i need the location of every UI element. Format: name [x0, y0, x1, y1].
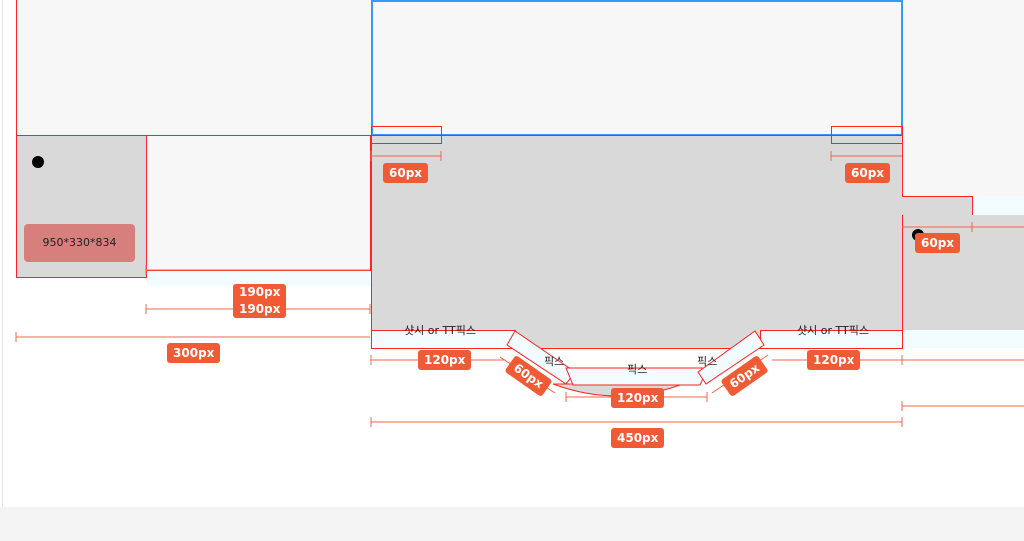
- marker-dot: [32, 156, 44, 168]
- dim-badge-190-a: 190px: [233, 284, 287, 300]
- dim-top-left-60: [370, 151, 442, 161]
- dim-badge-190-b: 190px: [233, 300, 287, 318]
- dim-badge-top-left-60: 60px: [383, 163, 429, 183]
- right-ice-bottom: [903, 330, 1024, 348]
- fix-center-bar: [565, 367, 709, 386]
- spec-tag[interactable]: 950*330*834: [24, 224, 135, 262]
- fix-right-bar: [697, 330, 765, 385]
- main-frame-body[interactable]: [371, 135, 903, 349]
- right-top-frame[interactable]: [902, 0, 1024, 196]
- canvas-left-edge: [2, 0, 3, 507]
- canvas-bottom-bar: [0, 507, 1024, 541]
- sash-left-label: 샷시 or TT픽스: [404, 324, 476, 337]
- dim-badge-right-60: 60px: [915, 233, 961, 253]
- middle-left-strip: [147, 271, 371, 286]
- dim-badge-left-120: 120px: [418, 350, 472, 370]
- dim-badge-300: 300px: [167, 343, 221, 363]
- dim-right-lower: [901, 401, 1024, 411]
- corner-left-rect: [371, 126, 442, 144]
- dim-top-right-60: [830, 151, 902, 161]
- dim-badge-top-right-60: 60px: [845, 163, 891, 183]
- dim-badge-right-120: 120px: [807, 350, 861, 370]
- dim-right-60: [902, 222, 1024, 232]
- fix-right-label: 픽스: [697, 355, 718, 368]
- fix-left-label: 픽스: [544, 355, 565, 368]
- dim-300: [15, 332, 370, 342]
- dim-badge-center-120: 120px: [611, 388, 665, 408]
- dim-190-a: [145, 265, 370, 275]
- fix-center-label: 픽스: [627, 363, 648, 376]
- corner-right-rect: [831, 126, 903, 144]
- right-ice-top: [973, 196, 1024, 216]
- dim-450: [370, 417, 903, 427]
- sash-right-label: 샷시 or TT픽스: [797, 324, 869, 337]
- top-left-frame[interactable]: [16, 0, 371, 136]
- dimension-lines: [15, 151, 1024, 427]
- dim-badge-450: 450px: [611, 428, 665, 448]
